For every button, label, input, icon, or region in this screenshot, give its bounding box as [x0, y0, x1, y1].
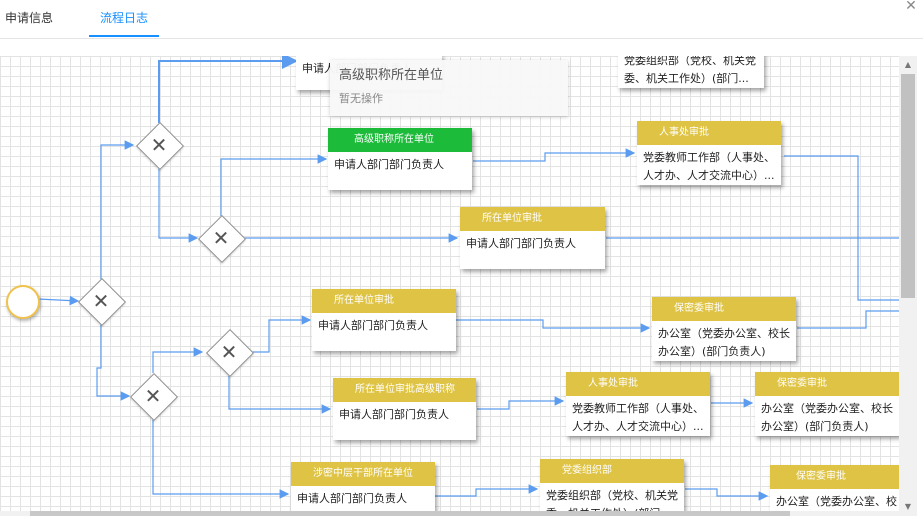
- edge: [477, 396, 565, 410]
- exclusive-gateway[interactable]: ✕: [197, 214, 247, 264]
- task-node[interactable]: 所在单位审批高级职称 申请人部门部门负责人: [333, 378, 476, 440]
- tab-bar: 申请信息 流程日志: [0, 0, 923, 39]
- task-node[interactable]: 保密委审批 办公室（党委办公室、校: [770, 465, 899, 516]
- edge: [473, 148, 636, 162]
- scrollbar-thumb[interactable]: [901, 74, 915, 298]
- edge: [152, 419, 290, 499]
- process-diagram-canvas[interactable]: ✕ ✕ ✕ ✕ ✕ 申请人部门部门负责人 党委组织部（党校、机关党 委、机关工作…: [0, 56, 899, 516]
- edge: [158, 167, 199, 243]
- task-title: 所在单位审批: [460, 207, 605, 231]
- task-node[interactable]: 人事处审批 党委教师工作部（人事处、 人才办、人才交流中心）...: [566, 372, 710, 436]
- node-tooltip: 高级职称所在单位 暂无操作: [330, 60, 568, 116]
- edge: [37, 295, 80, 306]
- task-title: 涉密中层干部所在单位: [291, 462, 435, 486]
- task-node-current[interactable]: 高级职称所在单位 申请人部门部门负责人: [328, 128, 472, 190]
- task-assignee: 党委教师工作部（人事处、 人才办、人才交流中心）...: [572, 402, 704, 433]
- edge: [435, 484, 539, 497]
- exclusive-gateway[interactable]: ✕: [77, 277, 127, 327]
- exclusive-gateway-x-icon: ✕: [92, 289, 110, 313]
- scrollbar-thumb[interactable]: [30, 511, 790, 516]
- exclusive-gateway[interactable]: ✕: [135, 121, 185, 171]
- edge: [456, 319, 651, 333]
- task-title: 所在单位审批: [312, 289, 456, 313]
- edge: [100, 140, 135, 279]
- task-node[interactable]: 保密委审批 办公室（党委办公室、校长 办公室）(部门负责人): [652, 297, 796, 361]
- task-title: 人事处审批: [566, 372, 710, 396]
- task-title: 保密委审批: [755, 372, 899, 396]
- task-node[interactable]: 所在单位审批 申请人部门部门负责人: [312, 289, 456, 351]
- vertical-scrollbar[interactable]: ▲ ▼: [899, 56, 917, 516]
- edge: [152, 347, 204, 373]
- tab-application-info[interactable]: 申请信息: [4, 11, 53, 25]
- edge: [685, 488, 769, 501]
- horizontal-scrollbar[interactable]: [0, 511, 899, 516]
- task-title: 所在单位审批高级职称: [333, 378, 476, 402]
- tab-process-log[interactable]: 流程日志: [89, 0, 159, 37]
- task-title: 高级职称所在单位: [328, 128, 472, 152]
- edge: [784, 155, 899, 301]
- edge: [797, 310, 899, 329]
- edge: [220, 154, 328, 216]
- task-assignee: 办公室（党委办公室、校长 办公室）(部门负责人): [761, 402, 893, 433]
- task-node[interactable]: 党委组织部（党校、机关党 委、机关工作处）(部门...: [618, 56, 764, 88]
- edge: [252, 315, 312, 353]
- task-assignee: 申请人部门部门负责人: [339, 408, 449, 421]
- scroll-down-icon[interactable]: ▼: [904, 502, 912, 511]
- exclusive-gateway[interactable]: ✕: [205, 328, 255, 378]
- task-assignee: 申请人部门部门负责人: [466, 237, 576, 250]
- task-title: 保密委审批: [770, 465, 899, 489]
- task-assignee: 办公室（党委办公室、校长 办公室）(部门负责人): [658, 327, 790, 358]
- start-event[interactable]: [6, 285, 40, 319]
- task-node[interactable]: 党委组织部 党委组织部（党校、机关党 委、机关工作处）(部门...: [540, 459, 684, 516]
- tooltip-title: 高级职称所在单位: [339, 68, 444, 83]
- task-assignee: 申请人部门部门负责人: [334, 158, 444, 171]
- edge: [158, 56, 298, 123]
- task-title: 保密委审批: [652, 297, 796, 321]
- exclusive-gateway-x-icon: ✕: [220, 340, 238, 364]
- task-assignee: 申请人部门部门负责人: [318, 319, 428, 332]
- task-title: 人事处审批: [637, 121, 781, 145]
- scroll-up-icon[interactable]: ▲: [904, 60, 912, 69]
- edge: [228, 375, 332, 414]
- task-node[interactable]: 涉密中层干部所在单位 申请人部门部门负责人: [291, 462, 435, 516]
- exclusive-gateway-x-icon: ✕: [212, 226, 230, 250]
- tooltip-subtitle: 暂无操作: [339, 92, 383, 105]
- exclusive-gateway-x-icon: ✕: [150, 133, 168, 157]
- task-assignee: 申请人部门部门负责人: [297, 492, 407, 505]
- task-node[interactable]: 人事处审批 党委教师工作部（人事处、 人才办、人才交流中心）...: [637, 121, 781, 185]
- close-icon[interactable]: ✕: [905, 0, 917, 14]
- task-assignee: 党委教师工作部（人事处、 人才办、人才交流中心）...: [643, 151, 775, 182]
- exclusive-gateway[interactable]: ✕: [129, 372, 179, 422]
- flow-edges: [37, 56, 899, 501]
- task-assignee: 办公室（党委办公室、校: [776, 495, 897, 508]
- edge: [96, 323, 131, 401]
- task-node[interactable]: 所在单位审批 申请人部门部门负责人: [460, 207, 605, 269]
- task-title: 党委组织部: [540, 459, 684, 483]
- task-node[interactable]: 保密委审批 办公室（党委办公室、校长 办公室）(部门负责人): [755, 372, 899, 436]
- task-assignee: 党委组织部（党校、机关党 委、机关工作处）(部门...: [624, 56, 756, 85]
- exclusive-gateway-x-icon: ✕: [144, 384, 162, 408]
